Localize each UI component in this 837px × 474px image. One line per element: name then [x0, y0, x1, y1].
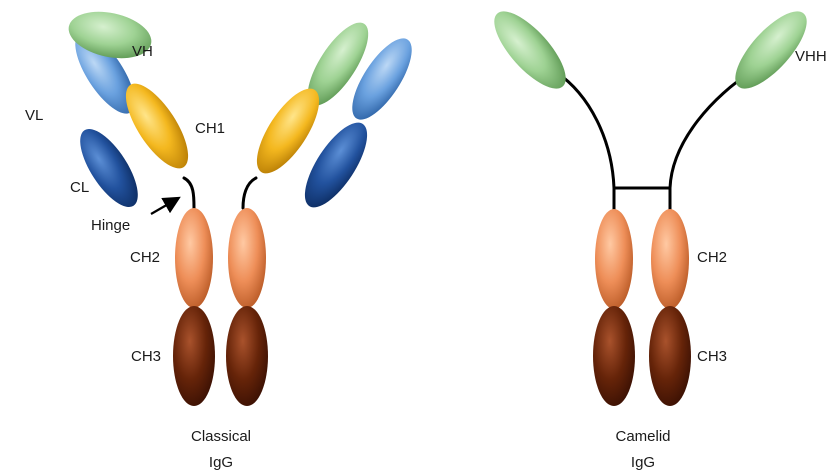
left-hinge-link — [184, 178, 194, 208]
ch1-label: CH1 — [195, 120, 225, 137]
camelid-igg: VHH CH2 CH3 Camelid IgG — [483, 1, 827, 471]
camelid-right-ch2-domain — [651, 209, 689, 309]
left-vhh-domain — [483, 1, 577, 99]
right-ch3-domain — [226, 306, 268, 406]
camelid-right-ch3-domain — [649, 306, 691, 406]
camelid-ch3-label: CH3 — [697, 348, 727, 365]
camelid-caption-line2: IgG — [631, 454, 655, 471]
vl-label: VL — [25, 107, 43, 124]
hinge-arrow — [151, 199, 177, 214]
ch3-label: CH3 — [131, 348, 161, 365]
ch2-label: CH2 — [130, 249, 160, 266]
right-hinge-link — [243, 178, 256, 208]
cl-label: CL — [70, 179, 89, 196]
camelid-left-ch3-domain — [593, 306, 635, 406]
left-ch1-domain — [114, 75, 199, 178]
left-ch3-domain — [173, 306, 215, 406]
classical-caption-line2: IgG — [209, 454, 233, 471]
left-cl-domain — [69, 120, 148, 215]
vhh-label: VHH — [795, 48, 827, 65]
camelid-ch2-label: CH2 — [697, 249, 727, 266]
classical-igg: VH VL CH1 CL Hinge CH2 CH3 Classical IgG — [25, 5, 423, 471]
right-heavy-chain-link — [670, 72, 751, 210]
left-heavy-chain-link — [556, 72, 614, 210]
classical-caption-line1: Classical — [191, 428, 251, 445]
left-ch2-domain — [175, 208, 213, 308]
camelid-caption-line1: Camelid — [615, 428, 670, 445]
camelid-left-ch2-domain — [595, 209, 633, 309]
hinge-label: Hinge — [91, 217, 130, 234]
right-ch2-domain — [228, 208, 266, 308]
vh-label: VH — [132, 43, 153, 60]
